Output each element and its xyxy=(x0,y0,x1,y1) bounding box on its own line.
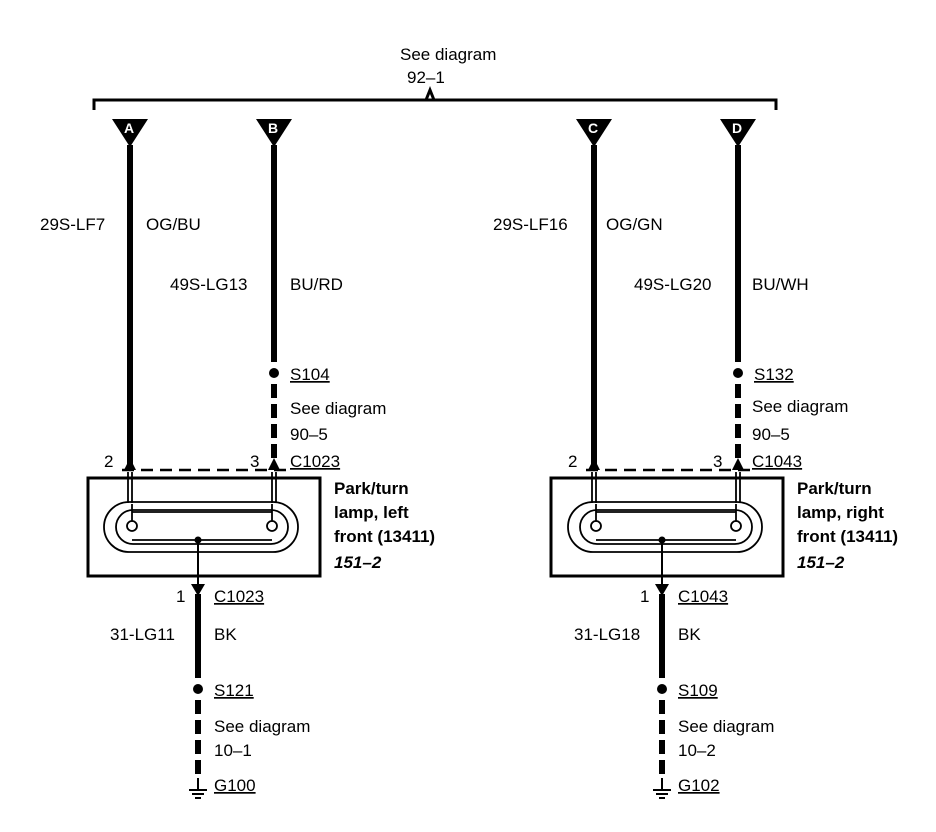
pin-a: A xyxy=(112,119,148,147)
splice-s121-label: S121 xyxy=(214,681,254,700)
top-ref-line2: 92–1 xyxy=(407,68,445,87)
splice-s109-label: S109 xyxy=(678,681,718,700)
wire-a-circuit: 29S-LF7 xyxy=(40,215,105,234)
wire-d-color: BU/WH xyxy=(752,275,809,294)
splice-s121-ref2: 10–1 xyxy=(214,741,252,760)
connector-left-top-pin3: 3 xyxy=(250,452,259,471)
splice-s104-label: S104 xyxy=(290,365,330,384)
wire-c-circuit: 29S-LF16 xyxy=(493,215,568,234)
top-bus-brace xyxy=(92,85,778,110)
wire-d-circuit: 49S-LG20 xyxy=(634,275,712,294)
ground-wire-left-color: BK xyxy=(214,625,237,644)
pin-c: C xyxy=(576,119,612,147)
lamp-right-line4: 151–2 xyxy=(797,553,845,572)
lamp-right-line2: lamp, right xyxy=(797,503,884,522)
lamp-left-bulb xyxy=(103,472,299,553)
pin-c-label: C xyxy=(588,120,598,136)
wire-b-color: BU/RD xyxy=(290,275,343,294)
connector-left-bottom-pin: 1 xyxy=(176,587,185,606)
splice-s104-ref2: 90–5 xyxy=(290,425,328,444)
wire-c-color: OG/GN xyxy=(606,215,663,234)
ground-wire-left-circuit: 31-LG11 xyxy=(110,625,175,644)
lamp-right-bulb xyxy=(567,472,763,553)
splice-s104-dot xyxy=(269,368,279,378)
pin-b: B xyxy=(256,119,292,147)
ground-wire-right-color: BK xyxy=(678,625,701,644)
ground-g102-symbol xyxy=(653,778,671,799)
ground-g102-label: G102 xyxy=(678,776,720,795)
wire-b-circuit: 49S-LG13 xyxy=(170,275,248,294)
splice-s121-dot xyxy=(193,684,203,694)
lamp-left-line4: 151–2 xyxy=(334,553,382,572)
splice-s132-label: S132 xyxy=(754,365,794,384)
lamp-left-line3: front (13411) xyxy=(334,527,435,546)
connector-c1023-top-label: C1023 xyxy=(290,452,340,471)
splice-s109-dot xyxy=(657,684,667,694)
lamp-right-line1: Park/turn xyxy=(797,479,872,498)
splice-s104-ref1: See diagram xyxy=(290,399,386,418)
splice-s132-ref2: 90–5 xyxy=(752,425,790,444)
connector-right-pin2-arrow xyxy=(588,458,600,470)
splice-s132-dot xyxy=(733,368,743,378)
connector-c1043-bottom-label: C1043 xyxy=(678,587,728,606)
connector-left-top-pin2: 2 xyxy=(104,452,113,471)
lamp-right-box xyxy=(549,476,785,578)
connector-c1043-top-label: C1043 xyxy=(752,452,802,471)
connector-right-top-pin2: 2 xyxy=(568,452,577,471)
splice-s109-ref1: See diagram xyxy=(678,717,774,736)
splice-s121-ref1: See diagram xyxy=(214,717,310,736)
top-ref-line1: See diagram xyxy=(400,45,496,64)
connector-left-bottom-arrow xyxy=(191,584,205,596)
pin-a-label: A xyxy=(124,120,134,136)
lamp-right-line3: front (13411) xyxy=(797,527,898,546)
connector-left-pin3-arrow xyxy=(268,458,280,470)
splice-s109-ref2: 10–2 xyxy=(678,741,716,760)
connector-right-bottom-arrow xyxy=(655,584,669,596)
connector-right-top-pin3: 3 xyxy=(713,452,722,471)
wire-a-color: OG/BU xyxy=(146,215,201,234)
pin-d-label: D xyxy=(732,120,742,136)
pin-b-label: B xyxy=(268,120,278,136)
connector-c1023-bottom-label: C1023 xyxy=(214,587,264,606)
ground-g100-label: G100 xyxy=(214,776,256,795)
lamp-left-box xyxy=(86,476,322,578)
lamp-left-line1: Park/turn xyxy=(334,479,409,498)
connector-right-pin3-arrow xyxy=(732,458,744,470)
ground-wire-right-circuit: 31-LG18 xyxy=(574,625,640,644)
connector-right-bottom-pin: 1 xyxy=(640,587,649,606)
lamp-left-line2: lamp, left xyxy=(334,503,409,522)
pin-d: D xyxy=(720,119,756,147)
splice-s132-ref1: See diagram xyxy=(752,397,848,416)
ground-g100-symbol xyxy=(189,778,207,799)
connector-left-pin2-arrow xyxy=(124,458,136,470)
